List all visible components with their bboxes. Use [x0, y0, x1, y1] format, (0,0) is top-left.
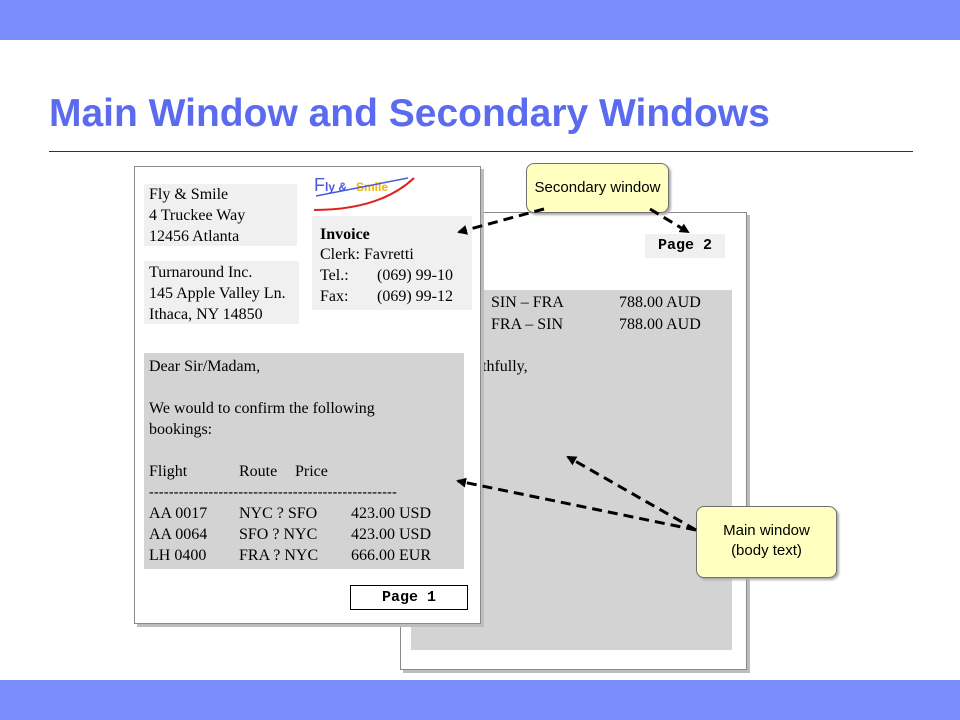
body-row-3-price: 666.00 EUR [351, 547, 431, 564]
recipient-line-1: Turnaround Inc. [149, 264, 253, 281]
logo-letter-f: F [314, 175, 325, 195]
body-intro-1: We would to confirm the following [149, 400, 375, 417]
arrow-to-page-2-body [566, 455, 697, 532]
arrow-to-page-1-body [456, 477, 697, 532]
logo-blue-stroke [315, 177, 409, 197]
body-row-1-flight: AA 0017 [149, 505, 208, 522]
page-2-price-2: 788.00 AUD [619, 316, 701, 333]
page-2-route-1: SIN – FRA [491, 294, 564, 311]
page-1-main-window [144, 353, 464, 569]
sender-line-2: 4 Truckee Way [149, 207, 246, 224]
body-row-2-price: 423.00 USD [351, 526, 432, 543]
body-separator: ----------------------------------------… [149, 485, 398, 500]
invoice-heading: Invoice [320, 226, 370, 243]
recipient-line-2: 145 Apple Valley Ln. [149, 285, 286, 302]
slide-title: Main Window and Secondary Windows [49, 92, 770, 135]
recipient-window [144, 261, 299, 324]
body-row-3-route: FRA ? NYC [239, 547, 319, 564]
bottom-band [0, 680, 960, 720]
top-band [0, 0, 960, 40]
body-greeting: Dear Sir/Madam, [149, 358, 261, 375]
invoice-tel-value: (069) 99-10 [377, 267, 453, 284]
page-2-route-2: FRA – SIN [491, 316, 564, 333]
main-window-callout-line-2: (body text) [731, 542, 802, 559]
fly-and-smile-logo: F ly & Smile [313, 175, 415, 211]
page-1-label: Page 1 [350, 585, 468, 610]
body-row-1-route: NYC ? SFO [239, 505, 318, 522]
invoice-tel-label: Tel.: [320, 267, 349, 284]
logo-red-swoosh [313, 177, 415, 211]
sender-line-1: Fly & Smile [149, 186, 229, 203]
body-row-2-flight: AA 0064 [149, 526, 208, 543]
body-intro-2: bookings: [149, 421, 213, 438]
recipient-line-3: Ithaca, NY 14850 [149, 306, 263, 323]
invoice-clerk: Clerk: Favretti [320, 246, 414, 263]
sender-line-3: 12456 Atlanta [149, 228, 240, 245]
body-row-1-price: 423.00 USD [351, 505, 432, 522]
page-2-price-1: 788.00 AUD [619, 294, 701, 311]
invoice-fax-value: (069) 99-12 [377, 288, 453, 305]
main-window-callout-line-1: Main window [723, 522, 810, 539]
invoice-fax-label: Fax: [320, 288, 349, 305]
body-row-3-flight: LH 0400 [149, 547, 207, 564]
body-header-route: Route [239, 463, 278, 480]
body-header-flight: Flight [149, 463, 188, 480]
main-window-callout: Main window (body text) [696, 506, 837, 578]
secondary-window-callout: Secondary window [526, 163, 669, 213]
page-2-closing: thfully, [482, 358, 528, 375]
arrow-to-page-2-label [649, 207, 690, 234]
body-row-2-route: SFO ? NYC [239, 526, 318, 543]
title-rule [49, 151, 913, 152]
invoice-window [312, 216, 472, 310]
arrow-to-invoice-window [457, 207, 545, 235]
page-2-label: Page 2 [645, 234, 725, 258]
sender-window [144, 184, 297, 246]
body-header-price: Price [295, 463, 328, 480]
